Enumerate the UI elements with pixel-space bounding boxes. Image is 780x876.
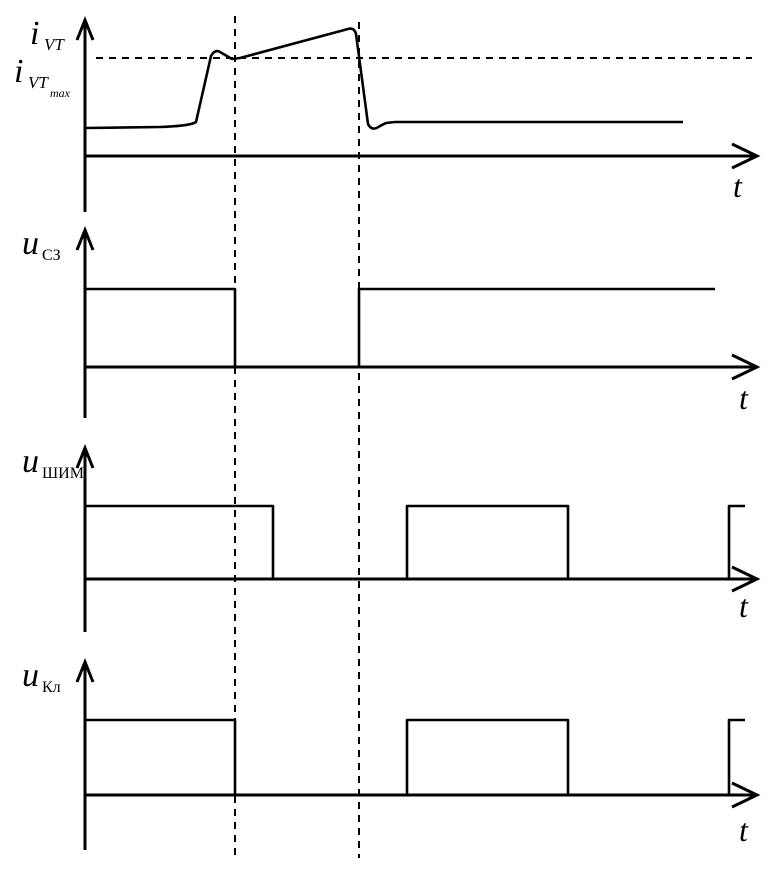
- shim-waveform: [85, 504, 745, 579]
- x-axis-arrow-1: [731, 142, 761, 170]
- y-axis-arrow-4: [75, 657, 95, 683]
- y-label-sub-2: СЗ: [42, 247, 61, 264]
- x-axis-arrow-2: [731, 353, 761, 381]
- panel-u-shim: u ШИМ t: [22, 443, 761, 632]
- x-axis-arrow-3: [731, 565, 761, 593]
- current-waveform: [84, 27, 683, 130]
- x-axis-arrow-4: [731, 781, 761, 809]
- threshold-label-subsub: max: [50, 86, 71, 100]
- y-label-sub-4: Кл: [42, 679, 61, 696]
- threshold-label: i: [14, 53, 23, 90]
- threshold-label-sub: VT: [28, 73, 49, 92]
- y-axis-arrow-3: [75, 443, 95, 469]
- y-label-3: u: [22, 443, 39, 480]
- kl-waveform: [85, 718, 745, 795]
- y-label-2: u: [22, 225, 39, 262]
- y-label-sub-3: ШИМ: [42, 465, 84, 482]
- y-label-1: i: [30, 15, 39, 52]
- y-axis-arrow-1: [75, 15, 95, 41]
- t-label-2: t: [739, 380, 749, 416]
- t-label-1: t: [733, 168, 743, 204]
- sz-waveform: [85, 287, 715, 367]
- t-label-4: t: [739, 812, 749, 848]
- y-label-4: u: [22, 657, 39, 694]
- panel-u-kl: u Кл t: [22, 657, 761, 850]
- t-label-3: t: [739, 588, 749, 624]
- panel-u-sz: u СЗ t: [22, 225, 761, 418]
- panel-i-vt: i VT i VT max t: [14, 15, 761, 212]
- y-label-sub-1: VT: [44, 35, 65, 54]
- y-axis-arrow-2: [75, 225, 95, 251]
